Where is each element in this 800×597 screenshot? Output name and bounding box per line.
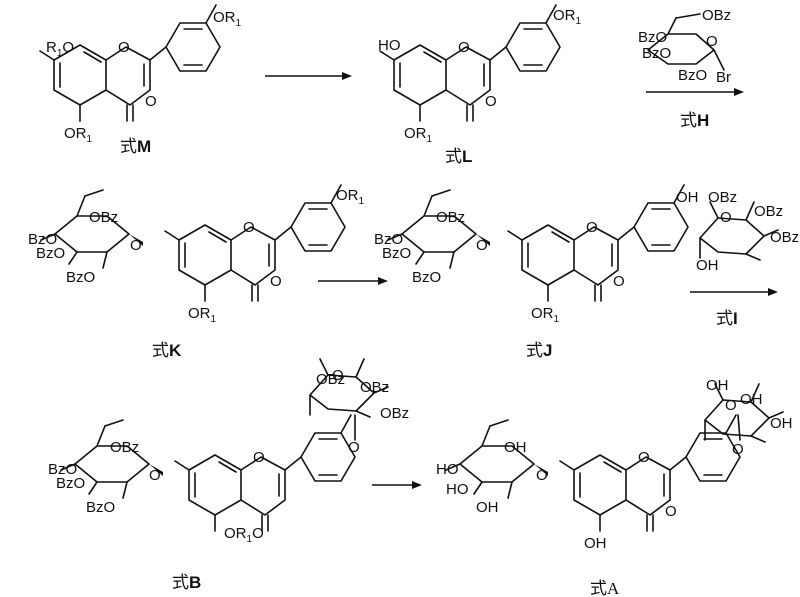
compound-j: OBz BzO BzO BzO O O O OH OR1 式J: [374, 184, 699, 360]
obz-label-1: OBz: [708, 189, 737, 206]
compound-a: OH HO HO OH O O O OH O OH OH OH O 式A: [436, 377, 793, 597]
ring-oxygen: O: [638, 449, 650, 466]
carbonyl-oxygen: O: [145, 93, 157, 110]
five-or1-label: OR1: [531, 305, 560, 325]
ho-label-2: HO: [446, 481, 469, 498]
oh-label-r3: OH: [770, 415, 793, 432]
oh-label-3: OH: [476, 499, 499, 516]
five-or1-label: OR1: [64, 125, 93, 145]
rham-ring-oxygen: O: [725, 397, 737, 414]
five-oh-label: OH: [584, 535, 607, 552]
caption-a: 式A: [590, 579, 620, 597]
br-label: Br: [716, 69, 731, 86]
para-or1-label: OR1: [336, 187, 365, 207]
reagent-i: OBz OBz OBz OH O 式I: [690, 189, 799, 328]
ring-oxygen: O: [118, 39, 130, 56]
ring-oxygen: O: [458, 39, 470, 56]
caption-i: 式I: [716, 309, 738, 328]
caption-b: 式B: [172, 573, 201, 592]
bzo-label-1: BzO: [48, 461, 77, 478]
carbonyl-oxygen: O: [613, 273, 625, 290]
arrow-m-to-l: [265, 72, 352, 80]
obz-label: OBz: [436, 209, 465, 226]
bzo-label-3: BzO: [86, 499, 115, 516]
ho-label: HO: [378, 37, 401, 54]
bzo-label-3: BzO: [412, 269, 441, 286]
bzo-label-2: BzO: [56, 475, 85, 492]
ho-label-1: HO: [436, 461, 459, 478]
five-or1-label: OR1: [188, 305, 217, 325]
rham-ring-oxygen: O: [332, 367, 344, 384]
caption-j: 式J: [526, 341, 552, 360]
arrow-b-to-a: [372, 481, 422, 489]
glyco-oxygen: O: [149, 467, 161, 484]
oh-label-r1: OH: [706, 377, 729, 394]
compound-b: OBz BzO BzO BzO O O OR1O O OBz OBz OBz O…: [48, 358, 409, 592]
reagent-h: OBz BzO BzO BzO Br O 式H: [638, 7, 744, 130]
compound-m: O O OR1 R1O OR1 式M: [39, 4, 242, 156]
five-or1-label: OR1: [404, 125, 433, 145]
glyco-oxygen: O: [536, 467, 548, 484]
bzo-label-2: BzO: [382, 245, 411, 262]
obz-label-1: OBz: [316, 371, 345, 388]
bzo-label-1: BzO: [374, 231, 403, 248]
ring-oxygen: O: [706, 33, 718, 50]
bzo-label-3: BzO: [66, 269, 95, 286]
caption-l: 式L: [445, 147, 472, 166]
obz-label: OBz: [702, 7, 731, 24]
para-oxygen: O: [732, 441, 744, 458]
obz-label: OBz: [89, 209, 118, 226]
ring-oxygen: O: [720, 209, 732, 226]
glyco-oxygen: O: [130, 237, 142, 254]
left-or1-label: R1O: [46, 39, 74, 59]
ring-oxygen: O: [586, 219, 598, 236]
compound-l: O O HO OR1 OR1 式L: [378, 4, 582, 166]
carbonyl-oxygen: O: [270, 273, 282, 290]
caption-m: 式M: [120, 137, 151, 156]
glyco-oxygen: O: [476, 237, 488, 254]
para-oxygen: O: [348, 439, 360, 456]
bzo-label-2: BzO: [642, 45, 671, 62]
bzo-label-3: BzO: [678, 67, 707, 84]
bzo-label-1: BzO: [28, 231, 57, 248]
obz-label-3: OBz: [770, 229, 799, 246]
five-or1-label: OR1O: [224, 525, 264, 545]
carbonyl-oxygen: O: [665, 503, 677, 520]
oh-label-r2: OH: [740, 391, 763, 408]
obz-label-3: OBz: [380, 405, 409, 422]
caption-h: 式H: [680, 111, 709, 130]
obz-label-2: OBz: [754, 203, 783, 220]
bzo-label-2: BzO: [36, 245, 65, 262]
carbonyl-oxygen: O: [485, 93, 497, 110]
oh-label-primary: OH: [504, 439, 527, 456]
bzo-label-1: BzO: [638, 29, 667, 46]
obz-label: OBz: [110, 439, 139, 456]
oh-label: OH: [676, 189, 699, 206]
ring-oxygen: O: [253, 449, 265, 466]
obz-label-2: OBz: [360, 379, 389, 396]
compound-k: OBz BzO BzO BzO O O O OR1 OR1 式K: [28, 184, 365, 360]
para-or1-label: OR1: [213, 9, 242, 29]
oh-label: OH: [696, 257, 719, 274]
para-or1-label: OR1: [553, 7, 582, 27]
arrow-k-to-j: [318, 277, 388, 285]
caption-k: 式K: [152, 341, 182, 360]
ring-oxygen: O: [243, 219, 255, 236]
